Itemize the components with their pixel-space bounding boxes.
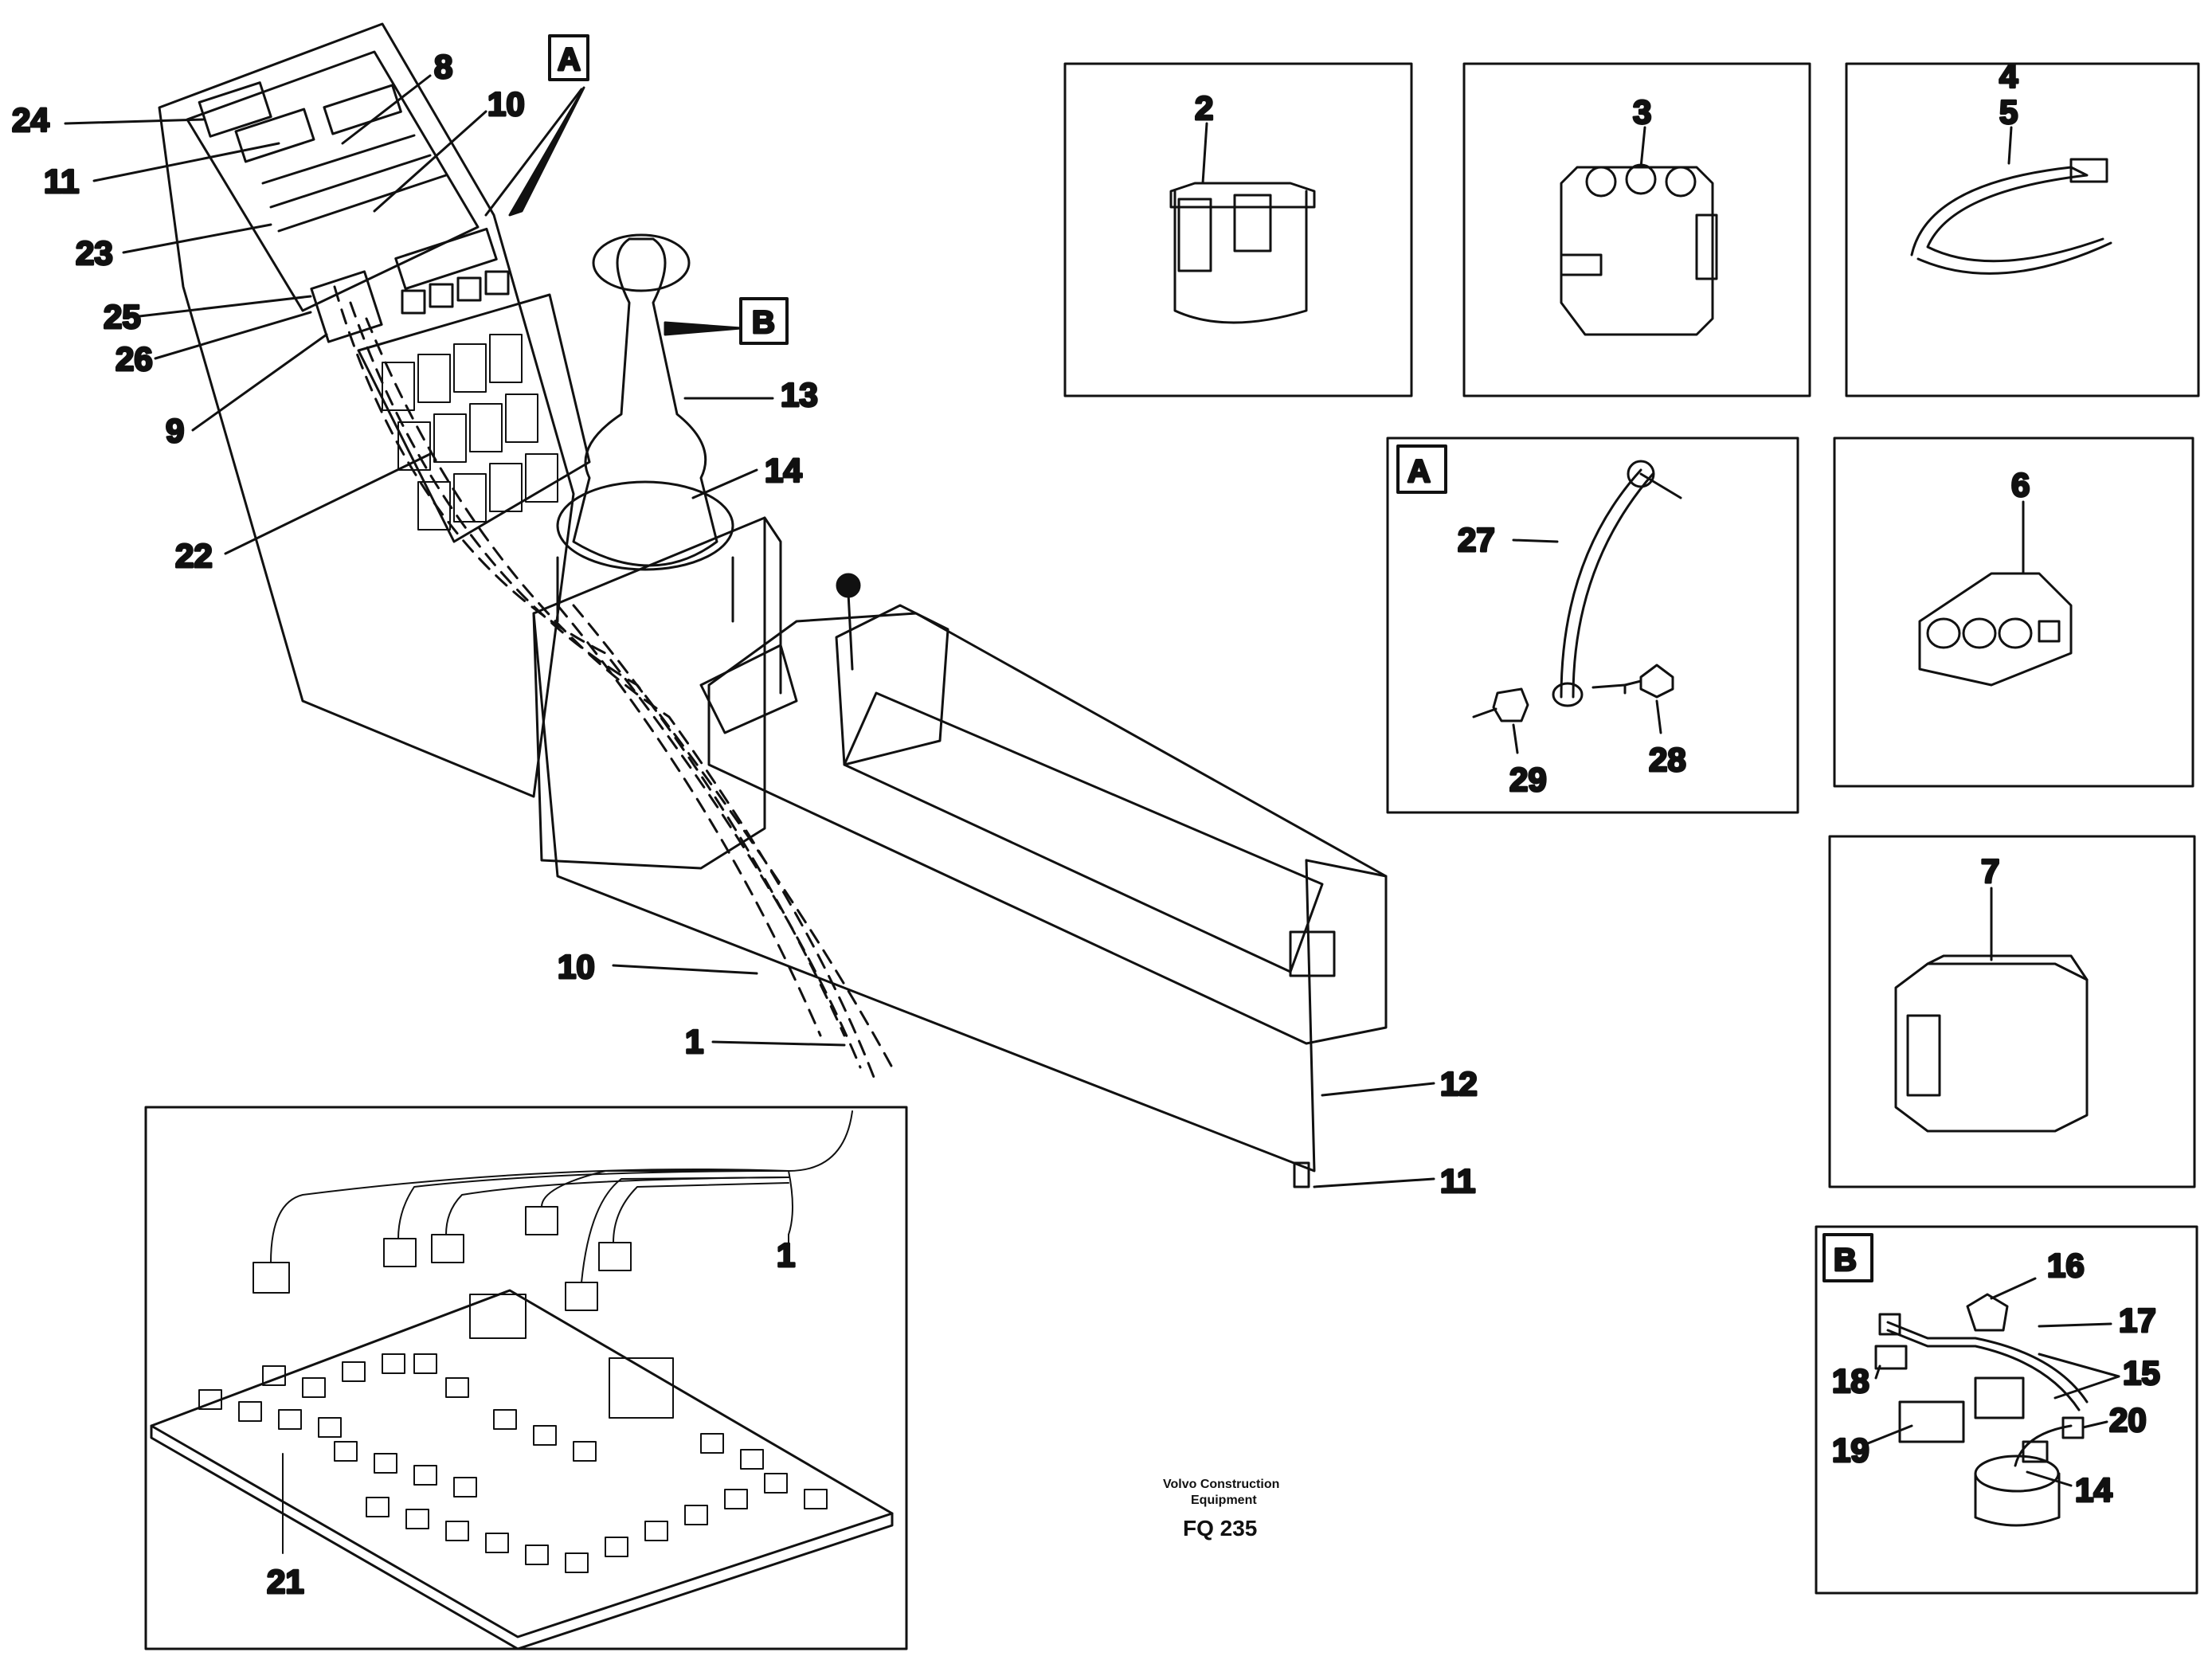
inset-a-letter: A (1407, 454, 1431, 489)
leader-29 (1512, 723, 1519, 754)
figure-caption: Volvo Construction Equipment FQ 235 (1163, 1478, 1279, 1541)
label-14: 14 (765, 452, 802, 489)
gear-lever-knob (556, 233, 734, 623)
leader-4-5 (2007, 126, 2013, 165)
label-10-top: 10 (487, 85, 525, 123)
leader-17 (2038, 1322, 2112, 1328)
label-6: 6 (2011, 466, 2030, 503)
inset-part-6 (1833, 437, 2194, 788)
label-18: 18 (1832, 1362, 1869, 1400)
label-5: 5 (1999, 93, 2018, 131)
label-24: 24 (12, 101, 49, 139)
callout-a-letter: A (558, 42, 581, 77)
main-leader-lines (64, 74, 1435, 1188)
caption-line-2: Equipment (1191, 1494, 1257, 1507)
label-13: 13 (781, 376, 818, 413)
label-10-bottom: 10 (558, 948, 595, 985)
leader-16 (1990, 1277, 2037, 1300)
dashboard-panel (158, 22, 591, 798)
leader-18 (1874, 1364, 1881, 1380)
pcb-inset (144, 1106, 908, 1650)
callout-b-box (739, 297, 789, 345)
label-27: 27 (1458, 521, 1495, 558)
callout-a-arrow (508, 86, 585, 217)
label-9: 9 (166, 412, 184, 449)
label-28: 28 (1649, 741, 1686, 778)
label-3: 3 (1633, 93, 1651, 131)
wiring-harness (333, 285, 894, 1085)
label-22: 22 (175, 537, 213, 574)
label-11-bottom: 11 (1440, 1162, 1475, 1200)
label-1-main: 1 (685, 1023, 703, 1060)
label-19: 19 (1832, 1431, 1869, 1469)
figure-code: FQ 235 (1183, 1516, 1257, 1541)
label-23: 23 (76, 234, 113, 272)
label-14-b: 14 (2075, 1471, 2112, 1509)
callout-b-letter: B (752, 305, 775, 340)
label-2: 2 (1195, 89, 1213, 127)
inset-b (1815, 1225, 2198, 1595)
inset-a (1386, 437, 1799, 814)
inset-part-4-5 (1845, 62, 2200, 397)
label-8: 8 (434, 48, 452, 85)
callout-a-box (548, 34, 589, 81)
inset-part-2 (1063, 62, 1413, 397)
inset-part-7 (1828, 835, 2196, 1188)
label-17: 17 (2119, 1302, 2156, 1339)
label-29: 29 (1509, 761, 1547, 798)
label-7: 7 (1981, 852, 1999, 890)
label-16: 16 (2047, 1247, 2085, 1284)
label-11-top: 11 (44, 162, 79, 200)
leader-14-b (2026, 1470, 2073, 1487)
label-20: 20 (2109, 1401, 2147, 1439)
label-15: 15 (2123, 1354, 2160, 1392)
label-25: 25 (104, 298, 141, 335)
label-12: 12 (1440, 1065, 1478, 1102)
inset-b-letter: B (1834, 1243, 1857, 1278)
callout-b-arrow (664, 321, 742, 336)
label-21: 21 (267, 1563, 304, 1600)
console-box (532, 516, 1388, 1188)
label-26: 26 (115, 340, 153, 378)
label-4: 4 (1999, 57, 2018, 95)
leader-28 (1655, 699, 1662, 734)
leader-19 (1866, 1424, 1913, 1445)
leader-2 (1201, 122, 1208, 185)
leader-15 (2038, 1353, 2120, 1400)
caption-line-1: Volvo Construction (1163, 1478, 1279, 1491)
leader-3 (1639, 126, 1646, 169)
leader-27 (1512, 538, 1559, 543)
leader-20 (2081, 1420, 2108, 1429)
label-1-pcb: 1 (777, 1236, 795, 1274)
inset-part-3 (1462, 62, 1811, 397)
